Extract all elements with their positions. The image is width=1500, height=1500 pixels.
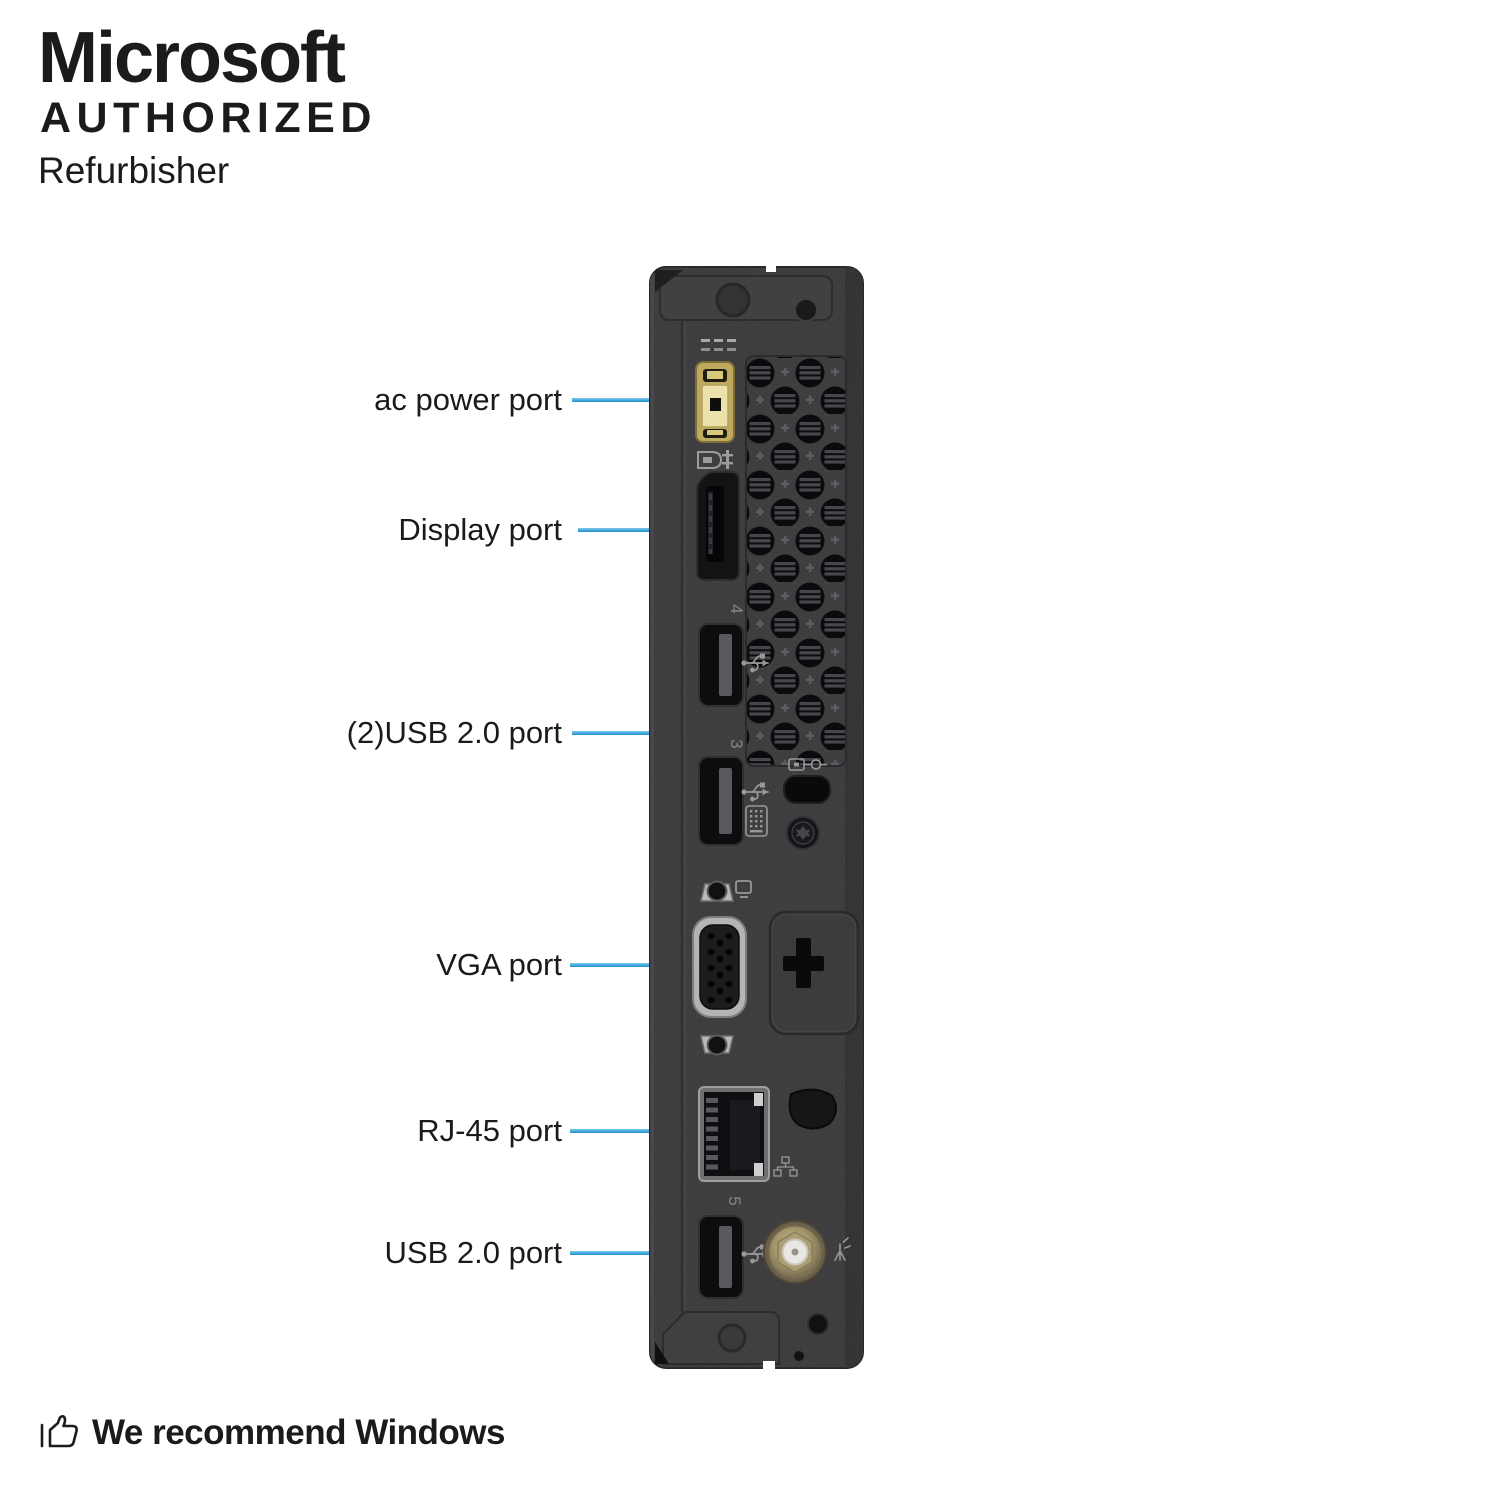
- screw-hole: [807, 1313, 829, 1335]
- device-rear-panel: 4 3: [649, 263, 864, 1370]
- usb-port-4: [698, 623, 744, 707]
- corner-shadow: [655, 1342, 669, 1364]
- port-marking-4: 4: [727, 604, 746, 613]
- callout-line-rj45: [570, 1129, 700, 1133]
- knockout-plate: [768, 910, 860, 1036]
- callout-line-vga: [570, 963, 698, 967]
- callout-label-displayport: Display port: [398, 512, 562, 547]
- torx-screw: [786, 816, 820, 850]
- flange-hole: [717, 1323, 747, 1353]
- logo-refurbisher: Refurbisher: [38, 150, 230, 191]
- lock-icon: [788, 758, 827, 771]
- callout-label-ac-power: ac power port: [374, 382, 562, 417]
- screw-hole: [794, 298, 818, 322]
- logo-microsoft: Microsoft: [38, 18, 346, 98]
- flange-hole: [715, 282, 751, 318]
- antenna-connector: [763, 1220, 827, 1284]
- callout-line-ac-power: [572, 398, 700, 402]
- monitor-icon: [735, 880, 752, 898]
- rj45-connector: [698, 1086, 770, 1182]
- thumbs-up-icon: [40, 1414, 78, 1448]
- callout-label-usb2-pair: (2)USB 2.0 port: [346, 715, 562, 750]
- port-marking-3: 3: [727, 739, 746, 748]
- usb-port-3: [698, 756, 744, 846]
- callout-label-usb2-single: USB 2.0 port: [384, 1235, 562, 1270]
- cable-hook: [788, 1088, 837, 1130]
- antenna-icon: [834, 1237, 851, 1261]
- callout-line-usb2-single: [570, 1251, 700, 1255]
- port-marking-5: 5: [725, 1196, 744, 1205]
- top-notch: [766, 263, 776, 272]
- displayport-connector: [696, 471, 740, 581]
- vent-grille: [745, 355, 847, 767]
- bottom-notch: [763, 1361, 775, 1370]
- callout-line-displayport: [578, 528, 698, 532]
- footer-text: We recommend Windows: [92, 1413, 506, 1452]
- pin-hole: [794, 1351, 804, 1361]
- keyboard-icon: [745, 805, 768, 837]
- callout-label-vga: VGA port: [436, 947, 562, 982]
- dc-power-icon: [701, 339, 736, 351]
- callout-label-rj45: RJ-45 port: [417, 1113, 562, 1148]
- displayport-icon: [697, 450, 733, 469]
- usb-port-5: [698, 1215, 744, 1299]
- ethernet-icon: [773, 1156, 798, 1177]
- logo-authorized: AUTHORIZED: [40, 94, 377, 142]
- callout-line-usb2-main: [572, 731, 687, 735]
- corner-shadow: [655, 270, 683, 292]
- top-mount-flange: [655, 263, 833, 322]
- bottom-mount-flange: [655, 1311, 829, 1370]
- ac-power-port: [695, 361, 735, 443]
- kensington-lock-slot: [783, 775, 831, 804]
- vga-connector: [692, 880, 747, 1056]
